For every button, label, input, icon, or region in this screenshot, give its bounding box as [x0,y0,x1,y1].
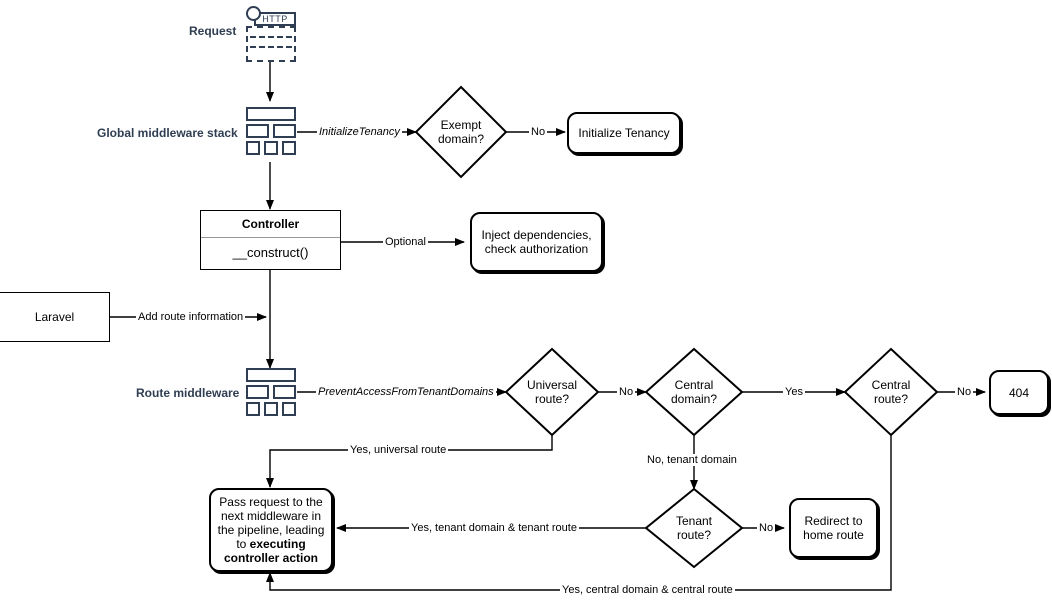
central-route-line2: route? [873,392,909,406]
edge-label-yes-central-domain-central-route: Yes, central domain & central route [560,584,735,596]
edge-label-central-route-no: No [955,386,974,398]
pass-request-line2: next middleware in [220,509,322,523]
decision-tenant-route-label: Tenant route? [646,489,742,567]
global-middleware-stack-icon [246,107,296,155]
stack-box-row2-a [246,124,269,138]
tenant-route-line1: Tenant [675,514,713,528]
stack-box-row3-c [282,402,296,416]
http-body-box [246,26,296,62]
node-initialize-tenancy-label: Initialize Tenancy [578,126,670,140]
redirect-home-line2: home route [803,528,864,542]
central-domain-line1: Central [674,378,714,392]
node-controller[interactable]: Controller __construct() [200,210,341,270]
label-route-middleware: Route middleware [136,386,240,400]
stack-box-row1 [246,368,296,382]
http-body-line-2 [250,46,292,48]
central-domain-line2: domain? [670,392,718,406]
universal-route-line2: route? [534,392,569,406]
edge-label-no-tenant-domain: No, tenant domain [645,454,739,466]
exempt-domain-line1: Exempt [440,118,482,132]
decision-exempt-domain-label: Exempt domain? [416,87,506,177]
node-controller-title: Controller [201,211,340,238]
pass-request-line3: the pipeline, leading [217,523,325,537]
label-global-middleware-stack: Global middleware stack [97,126,238,140]
node-pass-request[interactable]: Pass request to the next middleware in t… [209,488,333,572]
pass-request-bold1: executing [249,537,306,551]
http-body-line-1 [250,36,292,38]
tenant-route-line2: route? [676,528,712,542]
edge-label-exempt-no: No [529,126,548,138]
stack-box-row2-a [246,385,269,399]
stack-box-row3-a [246,402,260,416]
stack-box-row3-b [264,402,278,416]
diamond-tenant-route [644,487,744,569]
edge-label-yes-tenant-domain-tenant-route: Yes, tenant domain & tenant route [409,522,579,534]
decision-universal-route[interactable]: Universal route? [506,349,598,435]
edge-label-add-route-information: Add route information [136,311,246,323]
decision-tenant-route[interactable]: Tenant route? [646,489,742,567]
node-controller-method: __construct() [232,245,309,260]
pass-request-line4: to executing [218,537,325,551]
http-request-icon: HTTP [246,4,296,62]
node-404[interactable]: 404 [989,370,1049,415]
diamond-exempt-domain [414,85,508,179]
pass-request-line4-plain: to [236,537,250,551]
edge-label-initialize-tenancy: InitializeTenancy [317,126,402,138]
decision-central-route-label: Central route? [845,349,937,435]
decision-universal-route-label: Universal route? [506,349,598,435]
node-404-label: 404 [1008,385,1030,400]
label-request: Request [189,24,237,38]
decision-central-route[interactable]: Central route? [845,349,937,435]
http-circle-icon [246,6,261,21]
decision-central-domain-label: Central domain? [646,349,742,435]
stack-box-row2-b [273,385,296,399]
exempt-domain-line2: domain? [437,132,485,146]
stack-box-row3-c [282,141,296,155]
stack-box-row3-b [264,141,278,155]
decision-central-domain[interactable]: Central domain? [646,349,742,435]
diamond-central-route [843,347,939,437]
universal-route-line1: Universal [526,378,577,392]
node-initialize-tenancy[interactable]: Initialize Tenancy [567,112,681,154]
node-laravel[interactable]: Laravel [0,292,110,342]
inject-dependencies-line2: check authorization [484,242,589,256]
edge-label-yes-universal-route: Yes, universal route [348,444,449,456]
pass-request-line1: Pass request to the [219,495,323,509]
node-laravel-label: Laravel [34,310,75,324]
edge-label-tenant-route-no: No [757,522,776,534]
node-redirect-home-route[interactable]: Redirect to home route [789,498,878,558]
diamond-universal-route [504,347,600,437]
edge-label-central-domain-yes: Yes [783,386,805,398]
redirect-home-line1: Redirect to [804,514,863,528]
edge-label-universal-no: No [617,386,636,398]
edge-label-prevent-access: PreventAccessFromTenantDomains [316,386,496,398]
inject-dependencies-line1: Inject dependencies, [481,228,592,242]
central-route-line1: Central [871,378,911,392]
stack-box-row3-a [246,141,260,155]
route-middleware-stack-icon [246,368,296,416]
stack-box-row1 [246,107,296,121]
decision-exempt-domain[interactable]: Exempt domain? [416,87,506,177]
edge-label-optional: Optional [383,236,428,248]
diamond-central-domain [644,347,744,437]
stack-box-row2-b [273,124,296,138]
pass-request-bold2: controller action [223,551,318,565]
node-inject-dependencies[interactable]: Inject dependencies, check authorization [470,212,603,272]
